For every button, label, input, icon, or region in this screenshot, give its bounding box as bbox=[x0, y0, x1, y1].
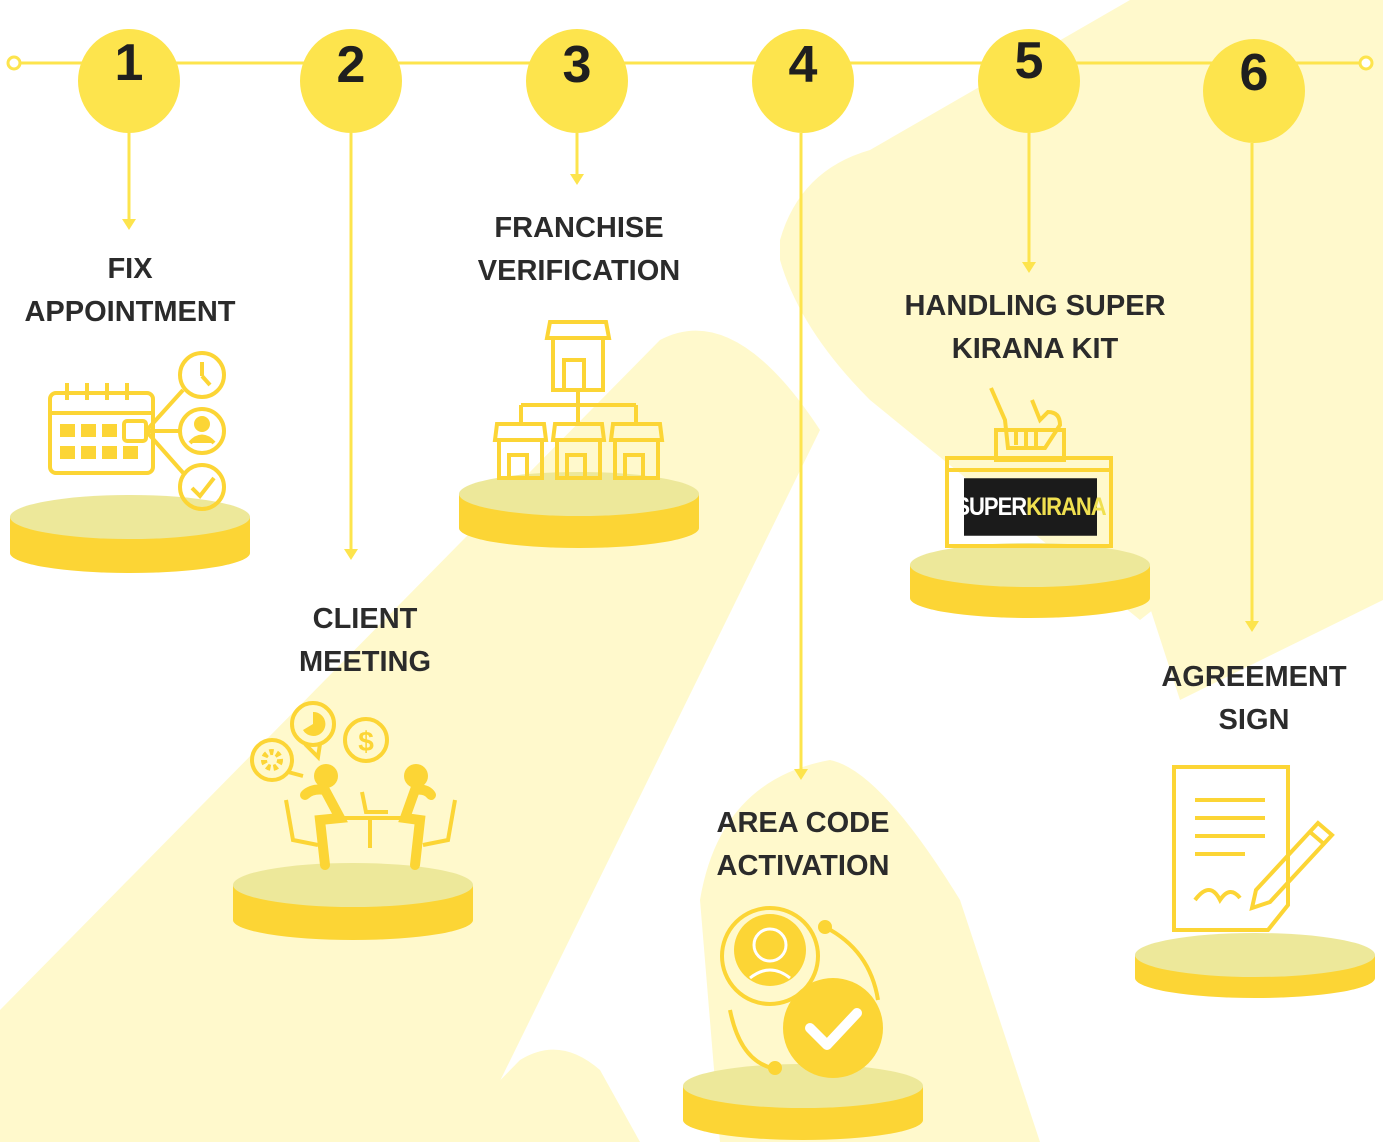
step-circle-5 bbox=[978, 29, 1080, 133]
podiums bbox=[10, 472, 1375, 1140]
step-label-6-line-2: SIGN bbox=[1218, 704, 1290, 736]
step-circle-3 bbox=[526, 29, 628, 133]
podium-6 bbox=[1135, 933, 1375, 998]
step-label-4-line-2: ACTIVATION bbox=[716, 850, 890, 882]
podium-5 bbox=[910, 543, 1150, 618]
step-circle-1 bbox=[78, 29, 180, 133]
podium-4 bbox=[683, 1064, 923, 1140]
step-label-1-line-2: APPOINTMENT bbox=[24, 296, 236, 328]
signed-document-icon bbox=[1172, 765, 1335, 932]
calendar-schedule-icon bbox=[48, 351, 226, 511]
super-kirana-logo-part-1: SUPER bbox=[955, 492, 1027, 521]
step-label-1: FIX APPOINTMENT bbox=[24, 248, 235, 334]
step-label-4-line-1: AREA CODE bbox=[716, 807, 890, 839]
step-label-3-line-1: FRANCHISE bbox=[494, 212, 664, 244]
super-kirana-logo-part-2: KIRANA bbox=[1026, 492, 1107, 521]
step-circles bbox=[78, 29, 1305, 143]
step-label-2-line-2: MEETING bbox=[298, 646, 432, 678]
step-circle-6 bbox=[1203, 39, 1305, 143]
podium-2 bbox=[233, 863, 473, 940]
step-label-2: CLIENT MEETING bbox=[299, 598, 431, 684]
step-circle-4 bbox=[752, 29, 854, 133]
meeting-icon: $ bbox=[250, 701, 457, 870]
user-check-icon bbox=[720, 906, 883, 1078]
step-label-5-line-1: HANDLING SUPER bbox=[904, 290, 1166, 322]
step-label-5-line-2: KIRANA KIT bbox=[951, 333, 1119, 365]
step-number-3: 3 bbox=[562, 36, 592, 94]
connector-arrows bbox=[122, 133, 1259, 780]
step-label-3: FRANCHISE VERIFICATION bbox=[478, 207, 680, 293]
svg-text:$: $ bbox=[358, 726, 374, 757]
step-number-4: 4 bbox=[788, 36, 818, 94]
podium-1 bbox=[10, 495, 250, 573]
franchise-network-icon bbox=[492, 320, 665, 480]
step-number-5: 5 bbox=[1014, 32, 1044, 90]
step-label-5: HANDLING SUPER KIRANA KIT bbox=[904, 285, 1165, 371]
kit-box-icon bbox=[945, 387, 1113, 548]
timeline-start-dot bbox=[6, 55, 22, 71]
step-number-2: 2 bbox=[336, 36, 366, 94]
step-number-1: 1 bbox=[114, 34, 144, 92]
step-label-6: AGREEMENT SIGN bbox=[1161, 656, 1346, 742]
step-label-2-line-1: CLIENT bbox=[312, 603, 418, 635]
timeline-end-dot bbox=[1358, 55, 1374, 71]
step-label-6-line-1: AGREEMENT bbox=[1161, 661, 1347, 693]
step-number-6: 6 bbox=[1239, 44, 1269, 102]
step-label-4: AREA CODE ACTIVATION bbox=[717, 802, 890, 888]
step-label-3-line-2: VERIFICATION bbox=[477, 255, 681, 287]
step-circle-2 bbox=[300, 29, 402, 133]
podium-3 bbox=[459, 472, 699, 548]
step-label-1-line-1: FIX bbox=[107, 253, 153, 285]
